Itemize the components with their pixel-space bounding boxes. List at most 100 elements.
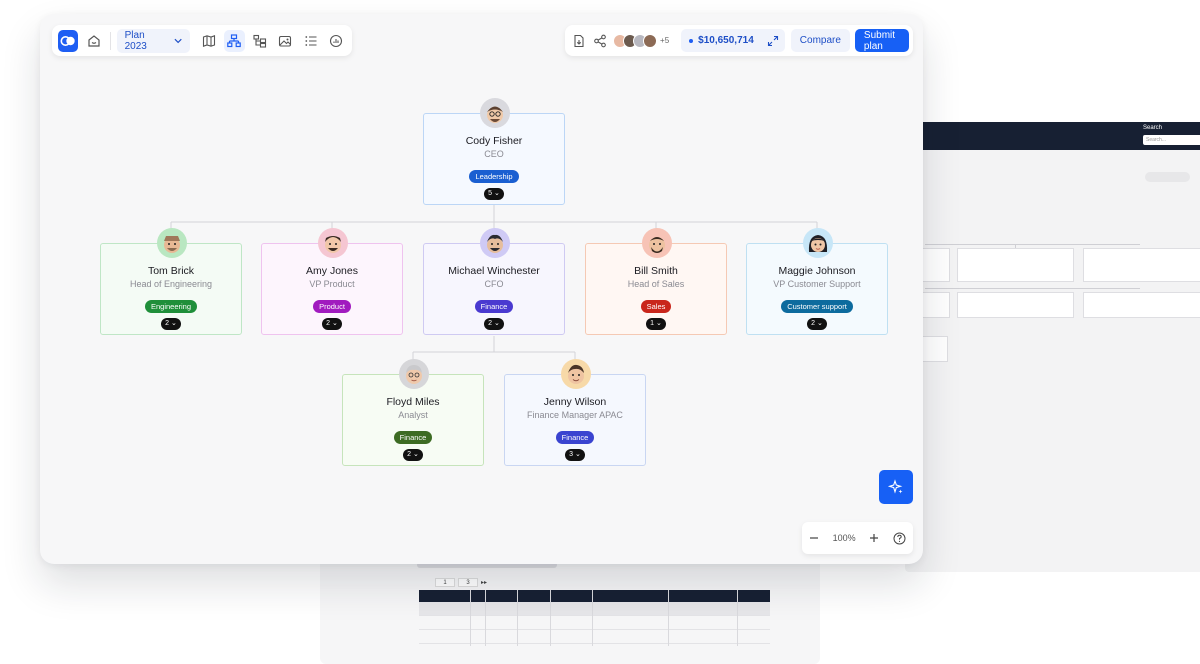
direct-reports-count: 2 [407,451,412,458]
background-table-header [419,590,770,602]
avatar [480,228,510,258]
org-chart-icon [227,33,242,47]
export-button[interactable] [571,30,586,52]
background-page-total: 3 [458,578,478,587]
department-badge: Finance [555,431,595,444]
employee-role: VP Product [309,279,355,289]
direct-reports-toggle[interactable]: 3 ⌄ [565,449,585,461]
org-node-amy-jones[interactable]: Amy Jones VP Product Product 2 ⌄ [261,228,403,335]
avatar [399,359,429,389]
background-table-row [419,602,770,616]
zoom-out-icon[interactable] [809,533,819,543]
employee-role: CEO [484,149,504,159]
department-badge: Finance [393,431,433,444]
direct-reports-count: 2 [811,320,816,327]
toolbar-right: +5 $10,650,714 Compare Submit plan [565,25,913,56]
direct-reports-count: 1 [650,320,655,327]
home-button[interactable] [83,30,103,52]
budget-total[interactable]: $10,650,714 [681,29,785,52]
app-logo-icon [60,35,75,46]
background-page-current: 1 [435,578,455,587]
ai-assistant-button[interactable] [879,470,913,504]
direct-reports-count: 2 [165,320,170,327]
org-node-michael-winchester[interactable]: Michael Winchester CFO Finance 2 ⌄ [423,228,565,335]
map-icon [203,34,216,47]
background-col-divider [470,590,471,646]
direct-reports-toggle[interactable]: 2 ⌄ [403,449,423,461]
employee-name: Floyd Miles [386,396,440,408]
media-view-button[interactable] [275,30,295,52]
org-node-floyd-miles[interactable]: Floyd Miles Analyst Finance 2 ⌄ [342,359,484,466]
background-tab-strip [417,562,557,568]
avatar [561,359,591,389]
avatar [318,228,348,258]
direct-reports-toggle[interactable]: 2 ⌄ [484,318,504,330]
expand-icon [767,35,778,46]
org-node-jenny-wilson[interactable]: Jenny Wilson Finance Manager APAC Financ… [504,359,646,466]
direct-reports-toggle[interactable]: 2 ⌄ [322,318,342,330]
department-badge: Finance [474,300,514,313]
department-badge: Sales [640,300,672,313]
employee-name: Maggie Johnson [778,265,856,277]
map-view-button[interactable] [199,30,219,52]
chevron-down-icon [174,38,182,43]
background-col-divider [517,590,518,646]
department-badge: Leadership [469,170,519,183]
zoom-controls: 100% [802,522,913,554]
compare-button[interactable]: Compare [790,29,850,52]
avatar [157,228,187,258]
background-connector [925,288,1140,289]
org-chart-view-button[interactable] [224,29,245,52]
background-card [957,292,1074,318]
direct-reports-toggle[interactable]: 1 ⌄ [646,318,666,330]
analytics-view-button[interactable] [326,30,346,52]
org-node-bill-smith[interactable]: Bill Smith Head of Sales Sales 1 ⌄ [585,228,727,335]
share-button[interactable] [592,30,607,52]
app-logo-button[interactable] [58,29,79,52]
hierarchy-view-button[interactable] [250,30,270,52]
department-badge: Product [313,300,351,313]
background-col-divider [737,590,738,646]
employee-role: Analyst [398,410,428,420]
background-search-label: Search [1143,125,1163,131]
avatar [480,98,510,128]
collaborator-avatars[interactable]: +5 [613,33,669,48]
hierarchy-icon [253,34,266,48]
file-export-icon [573,34,584,47]
zoom-in-icon[interactable] [869,533,879,543]
org-node-ceo[interactable]: Cody Fisher CEO Leadership 5 ⌄ [423,98,565,205]
plan-select-label: Plan 2023 [124,29,147,52]
background-app-window: Search Search... [905,122,1200,572]
list-icon [304,35,317,46]
help-icon[interactable] [893,532,906,545]
list-view-button[interactable] [300,30,320,52]
home-icon [87,34,100,47]
department-badge: Engineering [144,300,198,313]
employee-name: Amy Jones [306,265,358,277]
direct-reports-toggle[interactable]: 5 ⌄ [484,188,504,200]
avatar [642,228,672,258]
employee-name: Michael Winchester [448,265,540,277]
submit-plan-button[interactable]: Submit plan [854,29,909,52]
background-col-divider [668,590,669,646]
employee-name: Bill Smith [634,265,678,277]
direct-reports-toggle[interactable]: 2 ⌄ [161,318,181,330]
background-col-divider [550,590,551,646]
plan-select[interactable]: Plan 2023 [116,28,190,53]
background-card [957,248,1074,282]
toolbar-divider [109,31,111,50]
direct-reports-toggle[interactable]: 2 ⌄ [807,318,827,330]
collaborator-avatar [643,33,658,48]
background-connector [925,244,1140,245]
direct-reports-count: 5 [488,190,493,197]
background-table-row [419,616,770,630]
zoom-level: 100% [832,533,856,543]
employee-name: Jenny Wilson [543,396,607,408]
org-node-maggie-johnson[interactable]: Maggie Johnson VP Customer Support Custo… [746,228,888,335]
org-node-tom-brick[interactable]: Tom Brick Head of Engineering Engineerin… [100,228,242,335]
background-col-divider [592,590,593,646]
background-card [1083,248,1200,282]
org-chart-window: Plan 2023 [40,14,923,564]
